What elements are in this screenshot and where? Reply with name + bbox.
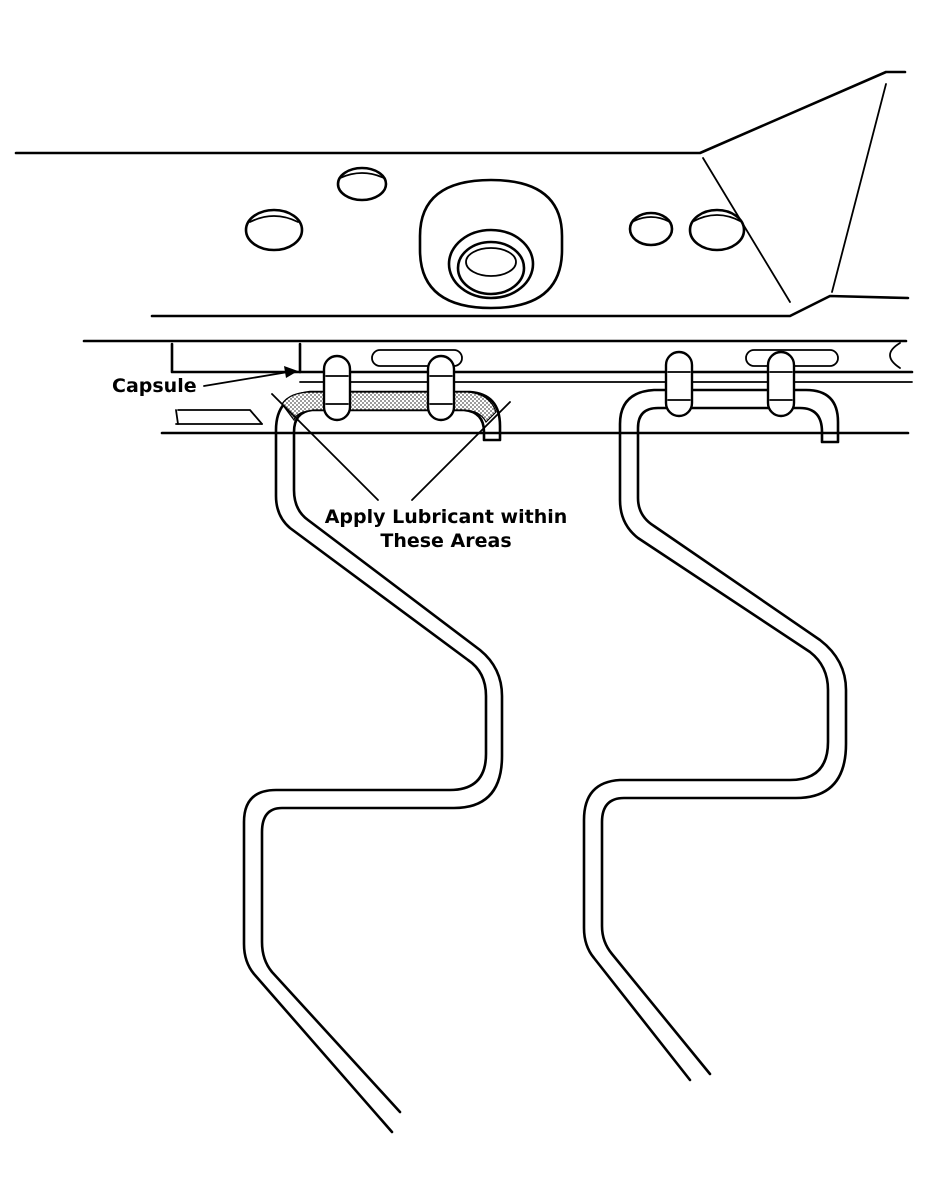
leader-lines — [203, 366, 511, 501]
capsule-clip-1 — [322, 354, 352, 422]
capsule-clip-4 — [766, 350, 796, 418]
lower-rail — [82, 339, 914, 435]
upper-plate — [14, 70, 910, 318]
lubricant-label-line1: Apply Lubricant within — [325, 506, 568, 528]
boss — [418, 178, 564, 310]
capsules — [322, 350, 796, 422]
capsule-clip-3 — [664, 350, 694, 418]
right-spring — [582, 388, 848, 1082]
lubricant-label-line2: These Areas — [380, 530, 511, 552]
capsule-label: Capsule — [112, 375, 197, 397]
capsule-clip-2 — [426, 354, 456, 422]
plate-holes — [244, 166, 746, 252]
capsule-arrowhead — [284, 366, 298, 378]
left-spring — [242, 390, 504, 1134]
